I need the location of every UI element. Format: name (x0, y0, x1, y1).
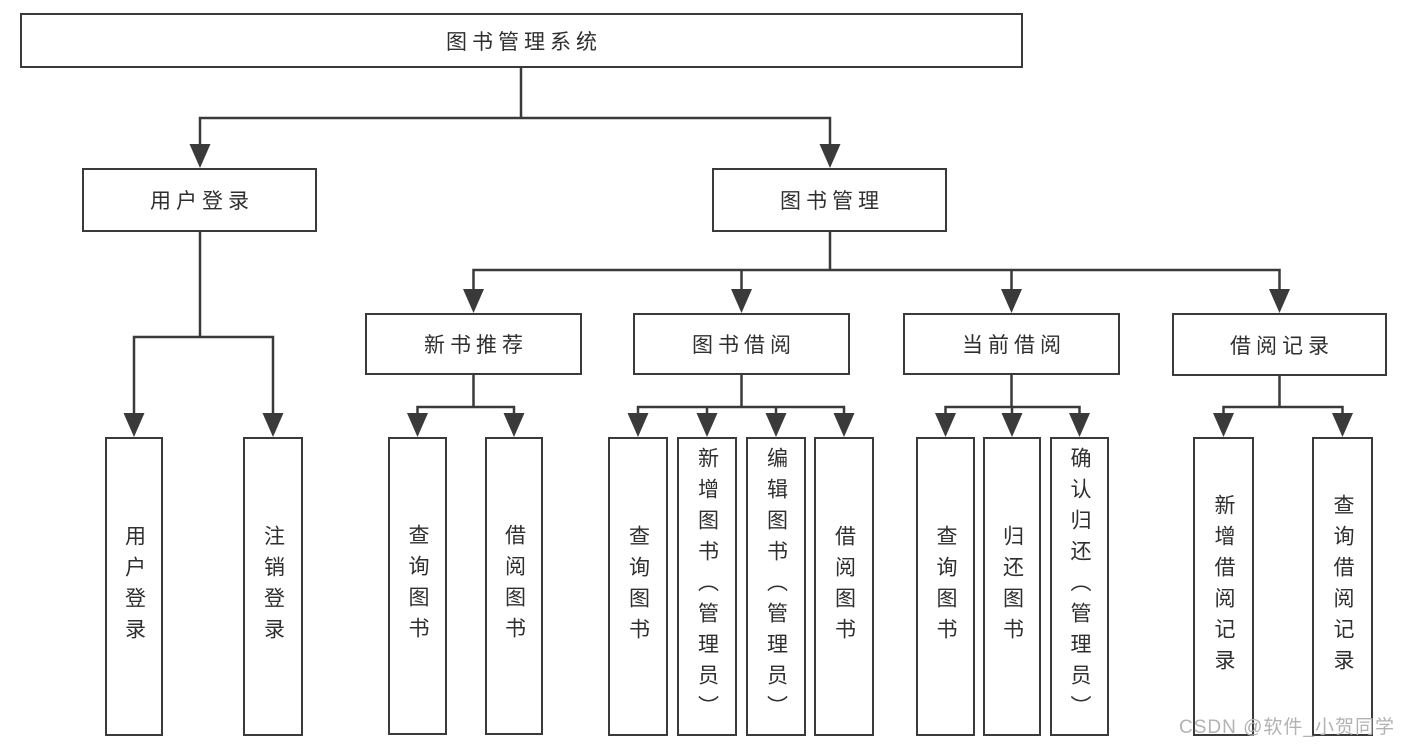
node-logout-login-label: 注销登录 (261, 524, 285, 649)
connector-current-borrow-to-children (944, 373, 1081, 419)
connector-book-borrow-to-children (636, 373, 846, 419)
node-bb-add-book-admin: 新增图书（管理员） (677, 437, 737, 736)
node-user-login: 用户登录 (105, 437, 163, 736)
node-cb-confirm-return-admin-label: 确认归还（管理员） (1068, 447, 1091, 726)
node-borrow-record: 借阅记录 (1172, 313, 1387, 376)
node-bb-borrow-book-label: 借阅图书 (832, 524, 856, 649)
arrowheads (123, 144, 1353, 437)
node-root: 图书管理系统 (20, 13, 1023, 68)
node-bb-edit-book-admin: 编辑图书（管理员） (746, 437, 806, 736)
node-cb-query-book: 查询图书 (916, 437, 975, 736)
node-br-add-record-label: 新增借阅记录 (1212, 493, 1235, 680)
node-br-add-record: 新增借阅记录 (1193, 437, 1254, 736)
node-user-login-label: 用户登录 (122, 524, 146, 649)
connector-user-login-to-children (132, 230, 275, 419)
connector-new-book-to-children (416, 373, 516, 419)
node-nb-query-book-label: 查询图书 (406, 524, 429, 648)
node-borrow-record-label: 借阅记录 (1230, 334, 1334, 358)
node-current-borrow: 当前借阅 (903, 313, 1120, 375)
node-bb-borrow-book: 借阅图书 (814, 437, 874, 736)
node-nb-query-book: 查询图书 (388, 437, 447, 735)
node-cb-query-book-label: 查询图书 (934, 524, 957, 649)
node-bb-query-book-label: 查询图书 (626, 524, 650, 649)
csdn-watermark: CSDN @软件_小贺同学 (1179, 717, 1395, 738)
node-root-label: 图书管理系统 (446, 30, 602, 54)
node-cb-return-book: 归还图书 (983, 437, 1041, 736)
connector-book-mgmt-to-level3 (472, 230, 1281, 295)
node-book-borrow: 图书借阅 (633, 313, 850, 375)
node-current-borrow-label: 当前借阅 (962, 334, 1066, 357)
node-user-login-branch-label: 用户登录 (150, 190, 254, 213)
node-nb-borrow-book: 借阅图书 (485, 437, 543, 735)
node-bb-query-book: 查询图书 (608, 437, 668, 736)
node-cb-confirm-return-admin: 确认归还（管理员） (1050, 437, 1109, 736)
node-nb-borrow-book-label: 借阅图书 (502, 524, 526, 648)
node-new-book-recommend: 新书推荐 (365, 313, 582, 375)
node-bb-add-book-admin-label: 新增图书（管理员） (695, 447, 719, 726)
node-book-borrow-label: 图书借阅 (692, 334, 796, 357)
node-book-management-label: 图书管理 (780, 190, 884, 213)
node-cb-return-book-label: 归还图书 (1000, 524, 1024, 649)
node-book-management: 图书管理 (712, 168, 947, 232)
connector-root-to-level2 (198, 66, 832, 150)
node-br-query-record-label: 查询借阅记录 (1331, 493, 1354, 680)
node-logout-login: 注销登录 (243, 437, 303, 736)
connector-borrow-record-to-children (1222, 373, 1344, 419)
node-bb-edit-book-admin-label: 编辑图书（管理员） (764, 447, 788, 726)
node-br-query-record: 查询借阅记录 (1312, 437, 1373, 736)
node-user-login-branch: 用户登录 (82, 168, 317, 232)
node-new-book-recommend-label: 新书推荐 (424, 334, 528, 357)
